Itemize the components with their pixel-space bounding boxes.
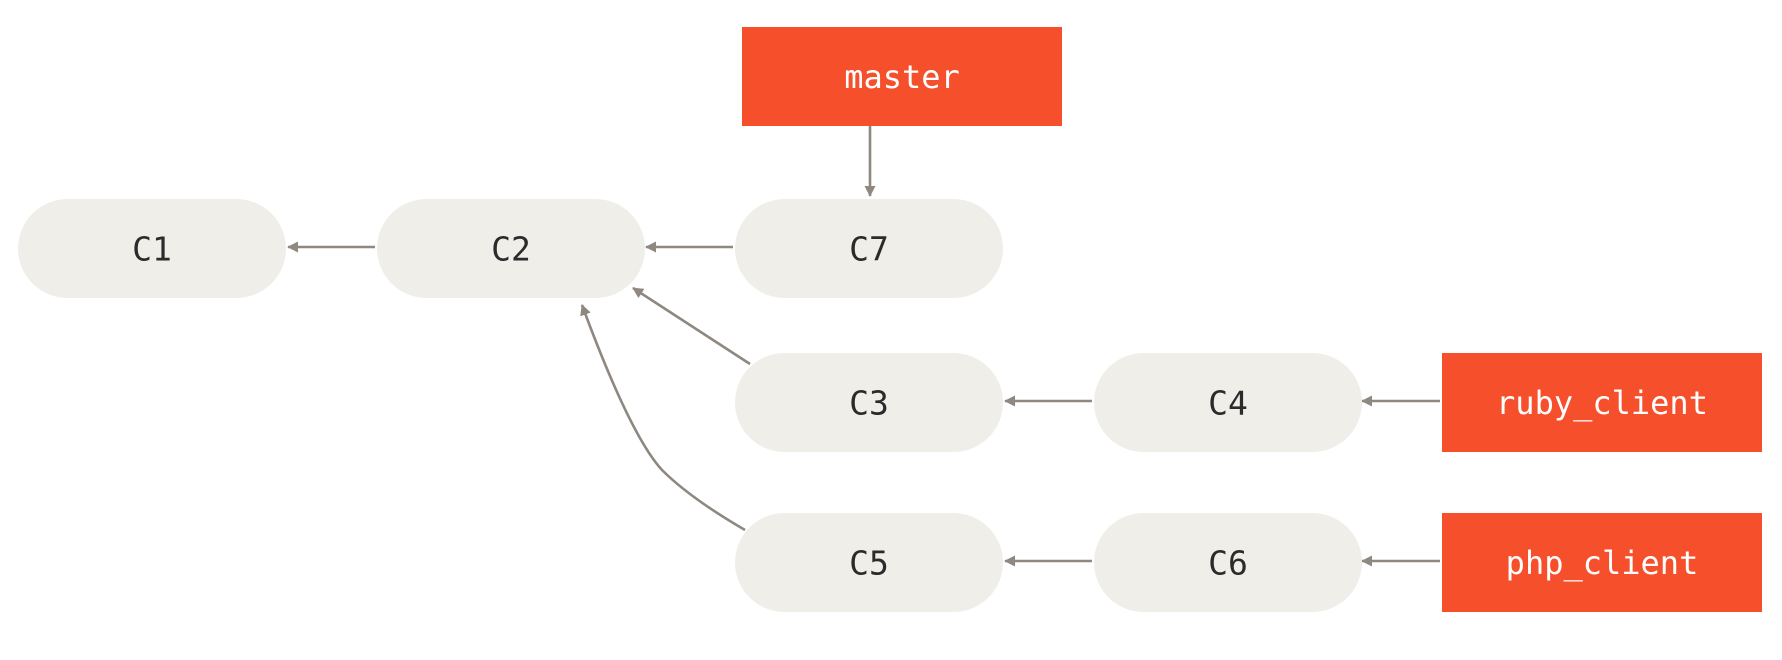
branch-label-ruby-client: ruby_client <box>1496 384 1708 422</box>
commit-node-c1-shape <box>18 199 286 298</box>
branch-php-client-box <box>1442 513 1762 612</box>
commit-node-c5[interactable]: C5 <box>735 513 1003 612</box>
commit-node-c3-shape <box>735 353 1003 452</box>
branch-label-master: master <box>844 58 960 96</box>
commit-label-c7: C7 <box>849 230 889 269</box>
commit-node-c3[interactable]: C3 <box>735 353 1003 452</box>
commit-node-c2[interactable]: C2 <box>377 199 645 298</box>
branch-php-client[interactable]: php_client <box>1442 513 1762 612</box>
commit-node-c2-shape <box>377 199 645 298</box>
branch-ruby-client[interactable]: ruby_client <box>1442 353 1762 452</box>
commit-label-c1: C1 <box>132 230 172 269</box>
commit-node-c7-shape <box>735 199 1003 298</box>
branch-master[interactable]: master <box>742 27 1062 126</box>
branch-master-box <box>742 27 1062 126</box>
commit-node-c6-shape <box>1094 513 1362 612</box>
commit-label-c6: C6 <box>1208 544 1248 583</box>
commit-node-c7[interactable]: C7 <box>735 199 1003 298</box>
commit-label-c3: C3 <box>849 384 889 423</box>
commit-node-c4[interactable]: C4 <box>1094 353 1362 452</box>
edge-c5-to-c2 <box>580 304 746 532</box>
commit-label-c2: C2 <box>491 230 531 269</box>
branch-label-php-client: php_client <box>1506 544 1699 582</box>
edge-c3-to-c2 <box>632 286 751 366</box>
commit-node-c4-shape <box>1094 353 1362 452</box>
commit-node-c1[interactable]: C1 <box>18 199 286 298</box>
commit-node-c5-shape <box>735 513 1003 612</box>
commit-node-c6[interactable]: C6 <box>1094 513 1362 612</box>
commit-label-c4: C4 <box>1208 384 1248 423</box>
branch-ruby-client-box <box>1442 353 1762 452</box>
commit-label-c5: C5 <box>849 544 889 583</box>
edges <box>287 125 1440 567</box>
